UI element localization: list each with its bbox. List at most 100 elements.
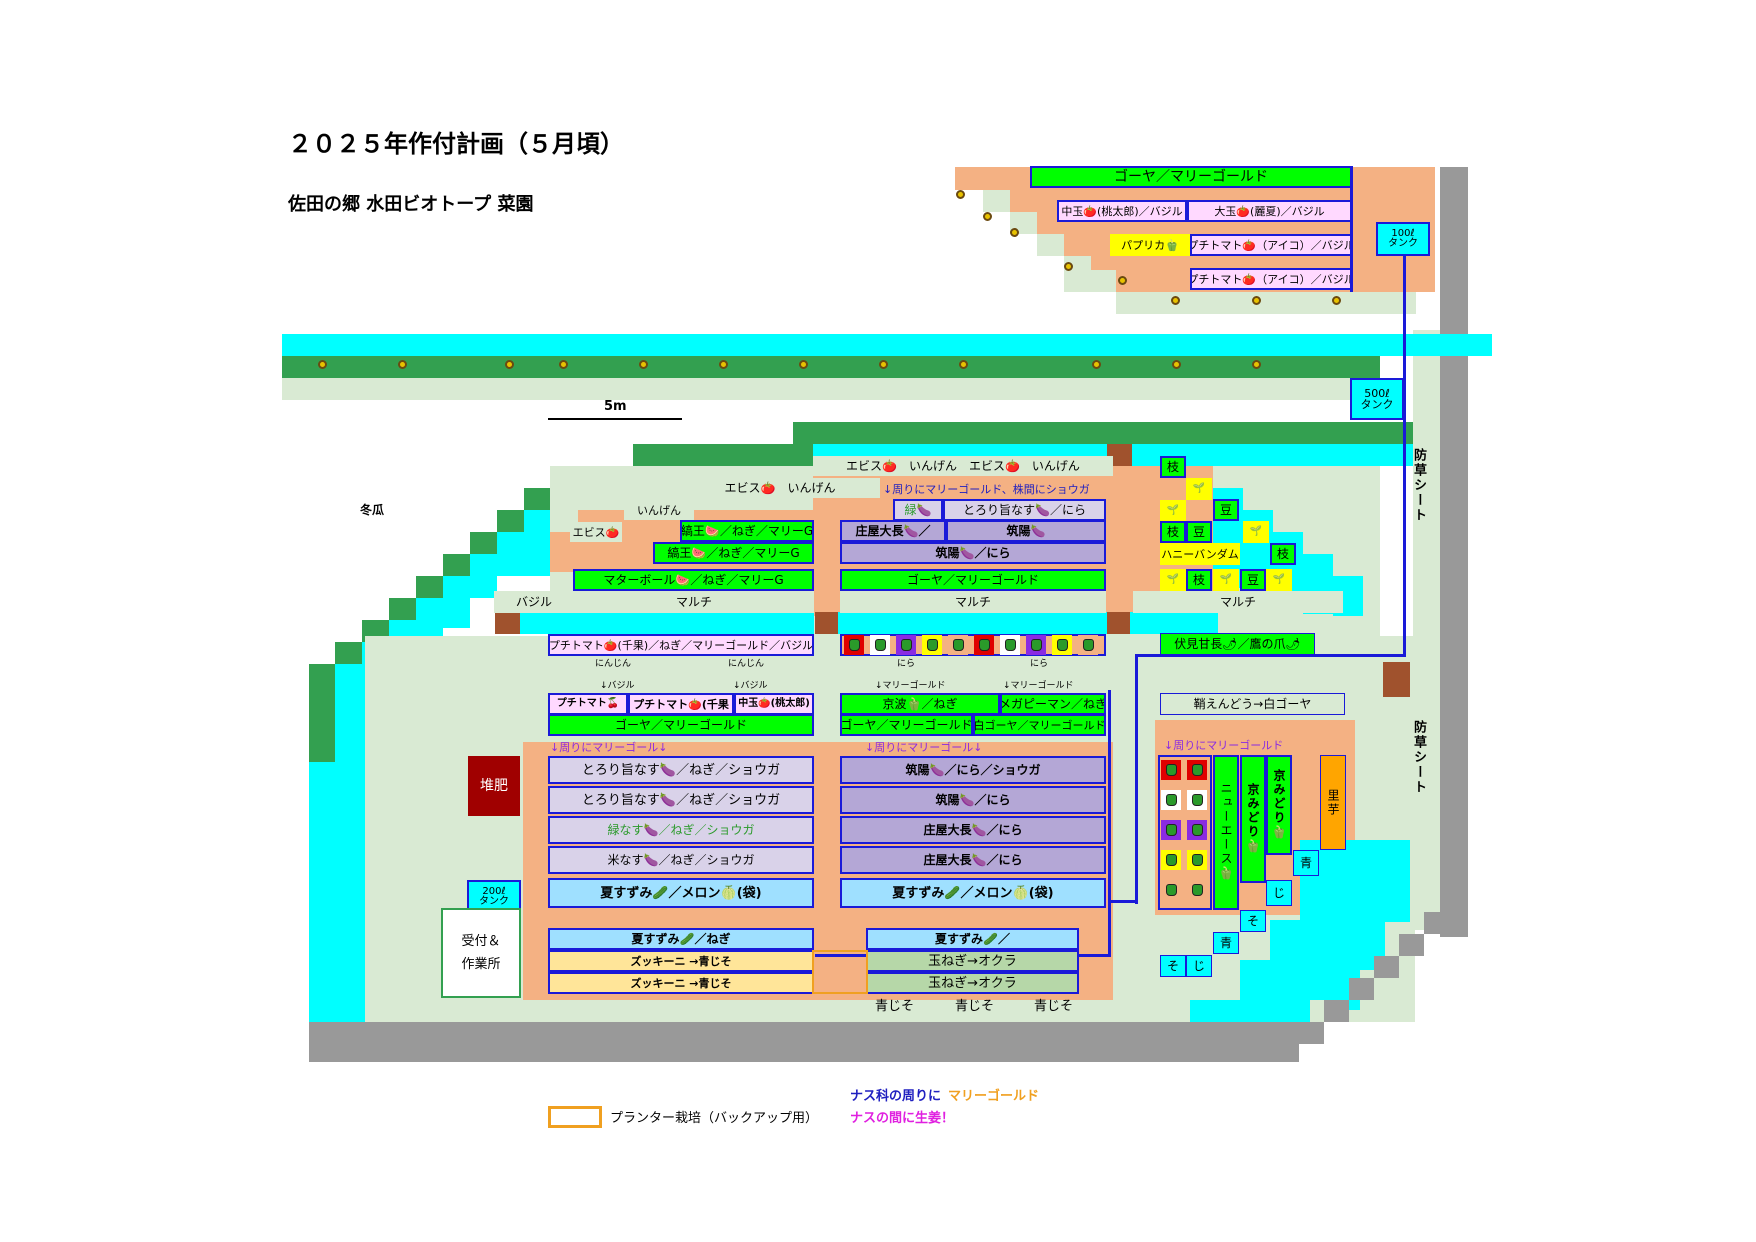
cyan-fringe <box>1190 1000 1330 1022</box>
cyan-row <box>497 612 814 634</box>
pepper-icon <box>1187 880 1207 900</box>
ninjin-label-2: にんじん <box>728 659 765 669</box>
petit-aiko-label-1: プチトマト🍅（アイコ）／バジル <box>1190 238 1352 252</box>
torori-top-label: とろり旨なす🍆／にら <box>963 503 1086 517</box>
eggplant-right-row-1: 筑陽🍆／にら／ショウガ <box>840 756 1106 784</box>
sunflower-icon <box>1332 296 1341 305</box>
tamanegi-2-label: 玉ねぎ→オクラ <box>928 975 1017 991</box>
eggplant-left-row-2: とろり旨なす🍆／ねぎ／ショウガ <box>548 786 814 814</box>
eda-cell-3: 枝 <box>1270 543 1296 565</box>
eggplant-left-label-3: 緑なす🍆／ねぎ／ショウガ <box>607 823 755 837</box>
chikuyo-bed-2: 筑陽🍆／にら <box>840 542 1106 564</box>
natsu-melon-left-label: 夏すずみ🥒／メロン🍈(袋) <box>600 885 762 901</box>
new-ace-bed: ニューエース🫑 <box>1213 755 1239 910</box>
pepper-icon <box>948 635 968 655</box>
yellow-cell: 🌱 <box>1266 569 1292 591</box>
aojiso-cell: じ <box>1186 955 1212 977</box>
ingen-label: いんげん <box>637 503 681 517</box>
tougan-label: 冬瓜 <box>360 503 385 517</box>
aojiso-label-1: 青じそ <box>875 999 915 1014</box>
plant-icon: 🌱 <box>1166 505 1180 516</box>
tank-200-label: 200ℓ タンク <box>479 886 509 907</box>
yellow-cell: 🌱 <box>1243 521 1269 543</box>
eggplant-left-label-2: とろり旨なす🍆／ねぎ／ショウガ <box>581 792 781 808</box>
shoya-top-label: 庄屋大長🍆／ <box>855 524 931 538</box>
pipe <box>1403 256 1406 656</box>
kyomidori-bed-1: 京みどり🫑 <box>1240 755 1266 883</box>
eggplant-left-label-1: とろり旨なす🍆／ねぎ／ショウガ <box>581 762 781 778</box>
cyan-moat <box>497 532 554 554</box>
satoimo-bed: 里芋 <box>1320 755 1346 850</box>
bougusa-label-2: 防草シート <box>1411 720 1426 795</box>
gray-wall <box>1299 1022 1324 1044</box>
wedge-step <box>1037 234 1064 256</box>
so-1-label: そ <box>1246 914 1259 928</box>
ingen-plot: いんげん <box>624 500 694 520</box>
fushimi-bed: 伏見甘長🌶／鷹の爪🌶 <box>1160 633 1315 655</box>
planter-legend-swatch <box>548 1106 602 1128</box>
pepper-icon <box>1052 635 1072 655</box>
chudama-label: 中玉🍅(桃太郎)／バジル <box>1061 204 1183 218</box>
sunflower-icon <box>719 360 728 369</box>
goya-top-bed: ゴーヤ／マリーゴールド <box>1030 166 1352 188</box>
wedge-step <box>1010 234 1037 292</box>
kyomidori-bed-2: 京みどり🫑 <box>1266 755 1292 855</box>
gray-wall <box>1374 956 1399 978</box>
sheet-strip <box>1413 330 1440 930</box>
marigold-note-right: ↓周りにマリーゴールド <box>1164 739 1284 752</box>
post <box>1107 612 1130 634</box>
marigold-ginger-note: ↓周りにマリーゴールド、株間にショウガ <box>883 483 1090 496</box>
bougusa-label-1: 防草シート <box>1411 448 1426 523</box>
ebis-3-label: エビス🍅 <box>572 525 620 539</box>
eggplant-right-label-4: 庄屋大長🍆／にら <box>923 853 1023 867</box>
green-border <box>389 598 416 620</box>
chudama-mid-bed: 中玉🍅(桃太郎) <box>734 693 814 715</box>
matarball-label: マターボール🍉／ねぎ／マリーG <box>603 573 784 587</box>
eda-cell-2: 枝 <box>1160 521 1186 543</box>
shoya-bed-top: 庄屋大長🍆／ <box>840 520 946 542</box>
sunflower-icon <box>639 360 648 369</box>
mulch-bed-3: マルチ <box>1133 591 1343 613</box>
odama-bed: 大玉🍅(麗夏)／バジル <box>1187 200 1352 222</box>
eggplant-right-label-1: 筑陽🍆／にら／ショウガ <box>905 763 1041 777</box>
mame-3-label: 豆 <box>1246 573 1259 587</box>
eda-1-label: 枝 <box>1166 460 1179 474</box>
planter-legend-label: プランター栽培（バックアップ用） <box>610 1111 819 1126</box>
cyan-moat <box>470 554 550 576</box>
scale-label: 5m <box>604 399 627 414</box>
mame-cell-3: 豆 <box>1240 569 1266 591</box>
goya-top-label: ゴーヤ／マリーゴールド <box>1114 169 1268 185</box>
plant-icon: 🌱 <box>1272 574 1286 585</box>
cyan-row <box>1128 612 1218 634</box>
kinou-1-label: 縞王🍉／ねぎ／マリーG <box>680 524 814 538</box>
basil-row-label: バジル <box>515 595 552 609</box>
sunflower-icon <box>318 360 327 369</box>
goya-low-bed-2: ゴーヤ／マリーゴールド <box>840 714 973 736</box>
gray-wall <box>309 1022 1299 1062</box>
plant-icon: 🌱 <box>1249 526 1263 537</box>
ninjin-label-1: にんじん <box>595 659 632 669</box>
eggplant-left-label-4: 米なす🍆／ねぎ／ショウガ <box>607 853 755 867</box>
saya-bed: 鞘えんどう→白ゴーヤ <box>1160 693 1345 715</box>
pipe <box>1108 900 1138 903</box>
sunflower-icon <box>559 360 568 369</box>
sunflower-icon <box>1252 296 1261 305</box>
chikuyo-bed-top: 筑陽🍆 <box>946 520 1106 542</box>
kyonami-bed: 京波🫑／ねぎ <box>840 693 1000 715</box>
gray-wall <box>1440 167 1468 937</box>
eda-4-label: 枝 <box>1192 573 1205 587</box>
post <box>815 612 838 634</box>
compost-label: 堆肥 <box>480 778 508 794</box>
page-title: ２０２５年作付計画（５月頃） <box>288 130 624 158</box>
goya-low-bed: ゴーヤ／マリーゴールド <box>548 714 814 736</box>
wedge-step <box>983 190 1010 212</box>
petit-chika-row-label: プチトマト🍅(千果)／ねぎ／マリーゴールド／バジル <box>548 638 814 652</box>
yellow-cell: 🌱 <box>1213 569 1239 591</box>
green-eggplant-bed: 緑🍆 <box>893 499 943 521</box>
green-border <box>335 642 362 664</box>
sunflower-icon <box>1064 262 1073 271</box>
petit-chika-label: プチトマト🍅(千果 <box>633 697 729 711</box>
tank-100: 100ℓ タンク <box>1376 222 1430 256</box>
sunflower-icon <box>956 190 965 199</box>
green-strip <box>282 356 1380 378</box>
